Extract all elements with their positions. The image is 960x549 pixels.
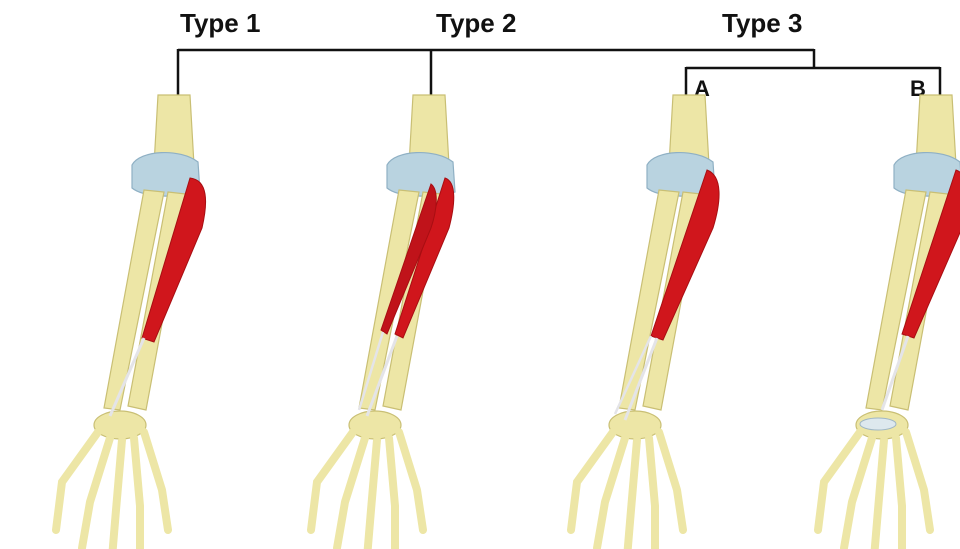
arm-illustration-type-3b — [818, 95, 960, 549]
arm-illustration-type-2 — [311, 95, 455, 549]
tendon-insertion — [860, 418, 896, 430]
arm-illustration-type-3a — [571, 95, 719, 549]
arm-illustration-type-1 — [56, 95, 206, 549]
classification-bracket — [178, 49, 940, 100]
